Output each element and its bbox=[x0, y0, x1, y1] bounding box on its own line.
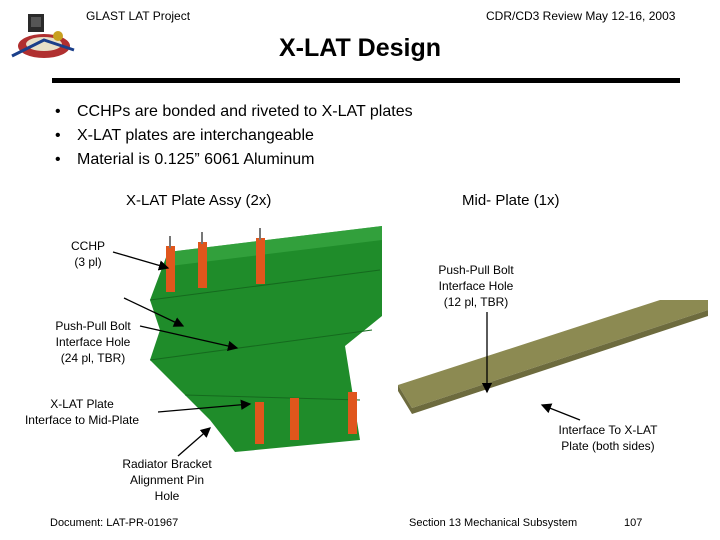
glast-logo bbox=[8, 6, 78, 68]
header-project: GLAST LAT Project bbox=[86, 9, 191, 23]
xlat-plate-assembly bbox=[149, 226, 382, 452]
bullet-item: •X-LAT plates are interchangeable bbox=[55, 127, 314, 144]
heat-pipe-top bbox=[166, 228, 265, 292]
bullet-item: •CCHPs are bonded and riveted to X-LAT p… bbox=[55, 103, 413, 120]
heat-pipe-bottom bbox=[255, 392, 357, 444]
callout-xlat-interface: X-LAT Plate Interface to Mid-Plate bbox=[24, 397, 140, 427]
callout-push-pull-right: Push-Pull Bolt Interface Hole (12 pl, TB… bbox=[438, 263, 514, 309]
callout-interface-to-xlat: Interface To X-LAT Plate (both sides) bbox=[558, 423, 658, 453]
header-review: CDR/CD3 Review May 12-16, 2003 bbox=[486, 9, 676, 23]
footer-section: Section 13 Mechanical Subsystem bbox=[409, 517, 578, 529]
footer-document: Document: LAT-PR-01967 bbox=[50, 517, 179, 529]
callout-push-pull-left: Push-Pull Bolt Interface Hole (24 pl, TB… bbox=[55, 319, 131, 365]
title-divider bbox=[52, 78, 680, 83]
right-figure-caption: Mid- Plate (1x) bbox=[462, 192, 560, 209]
bullet-list: •CCHPs are bonded and riveted to X-LAT p… bbox=[55, 100, 413, 172]
mid-plate bbox=[398, 300, 708, 414]
callout-cchp: CCHP (3 pl) bbox=[70, 239, 105, 269]
footer-page-number: 107 bbox=[624, 517, 643, 529]
page-title: X-LAT Design bbox=[278, 34, 442, 62]
callout-radiator-bracket: Radiator Bracket Alignment Pin Hole bbox=[122, 457, 212, 503]
left-figure-caption: X-LAT Plate Assy (2x) bbox=[126, 192, 272, 209]
bullet-item: •Material is 0.125” 6061 Aluminum bbox=[55, 151, 315, 168]
